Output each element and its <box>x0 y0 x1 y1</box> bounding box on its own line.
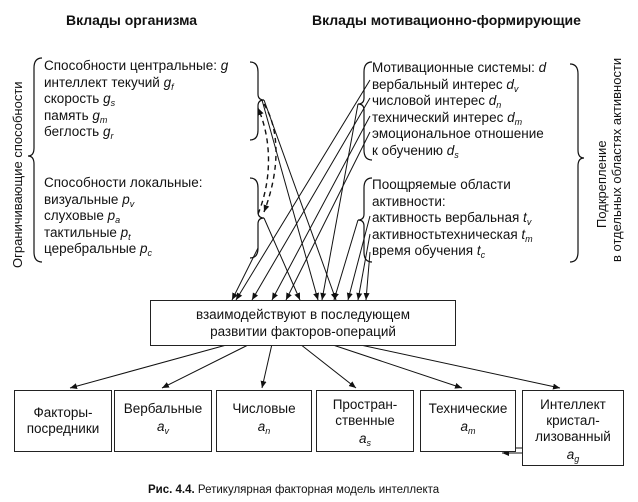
factor-box-label: посредники <box>26 421 100 436</box>
right-header: Вклады мотивационно-формирующие <box>312 12 581 28</box>
factor-symbol: an <box>257 419 271 436</box>
local-abilities-item: слуховые pa <box>44 208 121 225</box>
factor-box-label: кристал- <box>546 413 600 428</box>
left-header: Вклады организма <box>66 12 198 28</box>
central-abilities-item: Способности центральные: g <box>44 58 229 73</box>
encouraged-areas-item: активности: <box>372 193 446 209</box>
factor-box-label: Факторы- <box>33 405 93 420</box>
motivation-systems-item: к обучению ds <box>372 142 459 160</box>
factor-box: Вербальные av <box>114 390 212 452</box>
central-abilities-item: интеллект текучий gf <box>44 74 174 92</box>
caption-label: Рис. 4.4. <box>148 484 195 496</box>
dashed-arrow-down <box>263 103 277 213</box>
motivation-systems-item: Мотивационные системы: d <box>372 60 547 75</box>
factor-box-label: ственные <box>335 413 395 428</box>
factor-symbol: am <box>460 419 476 436</box>
factor-box-label: Вербальные <box>123 401 203 416</box>
right-outer-brace <box>569 63 585 263</box>
central-abilities-item: беглость gr <box>44 124 114 141</box>
factor-box-label: Технические <box>428 401 508 416</box>
central-abilities-item: память gm <box>44 107 108 125</box>
interaction-box: взаимодействуют в последующем развитии ф… <box>150 300 456 346</box>
factor-box: Технические am <box>420 390 516 452</box>
local-abilities-item: визуальные pv <box>44 191 135 209</box>
dashed-arrow-up <box>257 107 270 215</box>
left-outer-brace <box>27 57 43 263</box>
encouraged-areas-item: время обучения tc <box>372 243 486 260</box>
interaction-line1: взаимодействуют в последующем <box>195 307 411 322</box>
motivation-brace <box>357 61 373 161</box>
encouraged-areas-item: Поощряемые области <box>372 177 511 192</box>
factor-box: Числовые an <box>216 390 312 452</box>
local-abilities-item: тактильные pt <box>44 224 131 242</box>
factor-box-label: лизованный <box>535 429 611 444</box>
factor-symbol: ag <box>566 447 580 464</box>
central-abilities-item: скорость gs <box>44 91 116 108</box>
factor-box: Простран-ственные as <box>316 390 414 452</box>
local-abilities-item: Способности локальные: <box>44 175 203 190</box>
encouraged-brace <box>357 177 373 263</box>
encouraged-areas-item: активностьтехническая tm <box>372 226 533 244</box>
factor-box-label: Интеллект <box>540 397 606 412</box>
factor-box-label: Числовые <box>232 401 296 416</box>
motivation-systems-item: эмоциональное отношение <box>372 126 544 141</box>
factor-symbol: av <box>156 419 169 436</box>
factor-box: Факторы-посредники <box>14 390 112 452</box>
motivation-systems-item: числовой интерес dn <box>372 93 502 110</box>
figure-caption: Рис. 4.4. Ретикулярная факторная модель … <box>148 484 439 496</box>
factor-box-label: Простран- <box>332 397 398 412</box>
encouraged-areas-item: активность вербальная tv <box>372 210 532 227</box>
interaction-line2: развитии факторов-операций <box>210 324 396 339</box>
motivation-systems-item: технический интерес dm <box>372 109 523 127</box>
local-abilities-item: церебральные pc <box>44 241 153 258</box>
caption-text: Ретикулярная факторная модель интеллекта <box>194 484 440 496</box>
factor-symbol: as <box>358 431 371 448</box>
motivation-systems-item: вербальный интерес dv <box>372 76 519 94</box>
local-brace <box>249 177 265 259</box>
